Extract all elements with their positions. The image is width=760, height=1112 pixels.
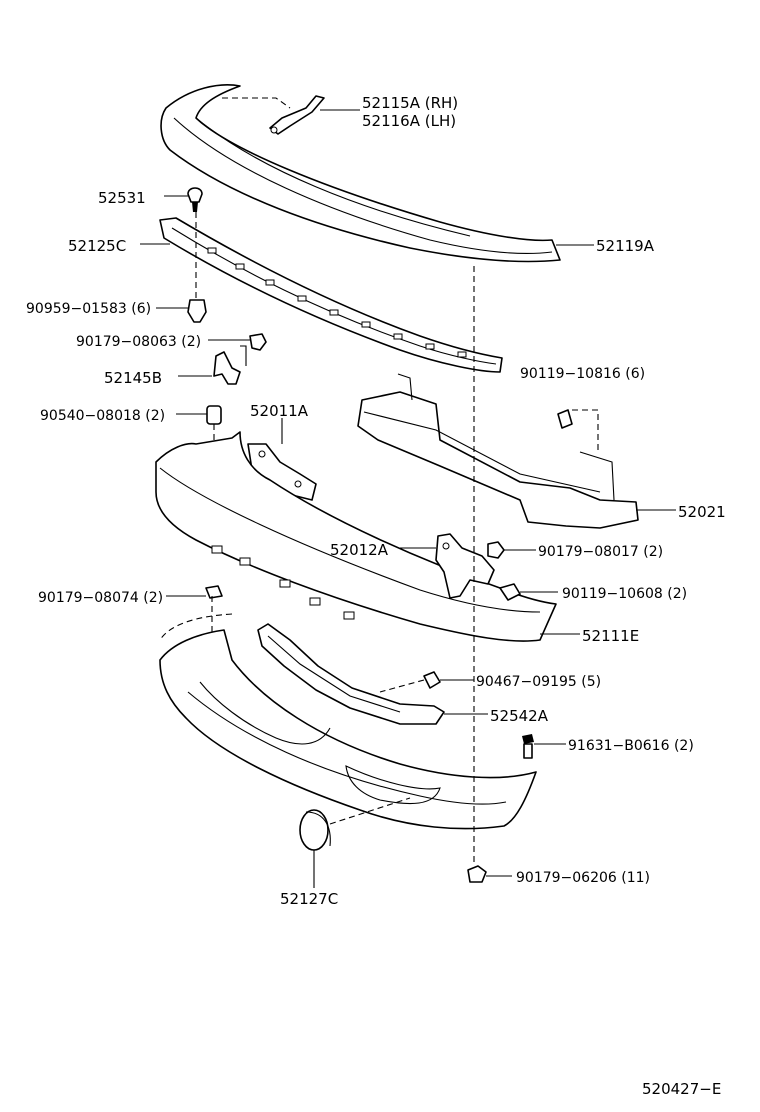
part-52125C-extension bbox=[159, 217, 503, 373]
label-52115A: 52115A (RH) bbox=[362, 94, 458, 112]
label-52127C: 52127C bbox=[280, 890, 338, 908]
part-90179-08074-nut bbox=[205, 585, 223, 632]
label-52531: 52531 bbox=[98, 189, 146, 207]
label-52011A: 52011A bbox=[250, 402, 309, 420]
diagram-id: 520427−E bbox=[642, 1080, 721, 1098]
label-52145B: 52145B bbox=[104, 369, 162, 387]
part-90959-fastener bbox=[187, 299, 207, 323]
label-90119-10816: 90119−10816 (6) bbox=[520, 366, 645, 382]
label-90540-08018: 90540−08018 (2) bbox=[40, 408, 165, 424]
part-90179-06206-nut bbox=[467, 865, 487, 883]
part-52012A-stay bbox=[435, 533, 495, 599]
label-52119A: 52119A bbox=[596, 237, 655, 255]
label-90179-06206: 90179−06206 (11) bbox=[516, 870, 650, 886]
label-91631-B0616: 91631−B0616 (2) bbox=[568, 738, 694, 754]
label-52012A: 52012A bbox=[330, 541, 389, 559]
label-90179-08063: 90179−08063 (2) bbox=[76, 334, 201, 350]
part-52531-clip bbox=[187, 187, 203, 212]
part-90540-collar bbox=[206, 405, 222, 480]
label-52542A: 52542A bbox=[490, 707, 549, 725]
part-labels: 52115A (RH) 52116A (LH) 52531 52119A 521… bbox=[26, 94, 726, 1098]
part-52119A-spoiler bbox=[160, 84, 561, 263]
part-lower-cover bbox=[159, 613, 537, 830]
part-90467-09195-clip bbox=[379, 671, 441, 693]
part-90119-10608-bolt bbox=[499, 583, 521, 601]
part-52111E-bumper-bar bbox=[155, 431, 557, 642]
part-52021-reinforcement bbox=[357, 373, 639, 529]
part-91631-B0616-bolt bbox=[522, 734, 534, 759]
part-52145B-bracket bbox=[213, 345, 247, 385]
part-52542A-brace bbox=[257, 623, 445, 725]
label-90179-08017: 90179−08017 (2) bbox=[538, 544, 663, 560]
part-52127C-cover bbox=[299, 797, 411, 851]
leader-lines bbox=[140, 109, 676, 888]
part-90179-08063-nut bbox=[249, 333, 267, 351]
label-90179-08074: 90179−08074 (2) bbox=[38, 590, 163, 606]
label-52021: 52021 bbox=[678, 503, 726, 521]
label-90959-01583: 90959−01583 (6) bbox=[26, 301, 151, 317]
label-52125C: 52125C bbox=[68, 237, 126, 255]
label-90119-10608: 90119−10608 (2) bbox=[562, 586, 687, 602]
part-52115A-bracket bbox=[222, 95, 325, 135]
part-90179-08017-nut bbox=[487, 541, 505, 559]
label-90467-09195: 90467−09195 (5) bbox=[476, 674, 601, 690]
part-90119-10816-bolt bbox=[557, 409, 573, 429]
label-52111E: 52111E bbox=[582, 627, 639, 645]
label-52116A: 52116A (LH) bbox=[362, 112, 456, 130]
alignment-lines bbox=[195, 212, 475, 864]
